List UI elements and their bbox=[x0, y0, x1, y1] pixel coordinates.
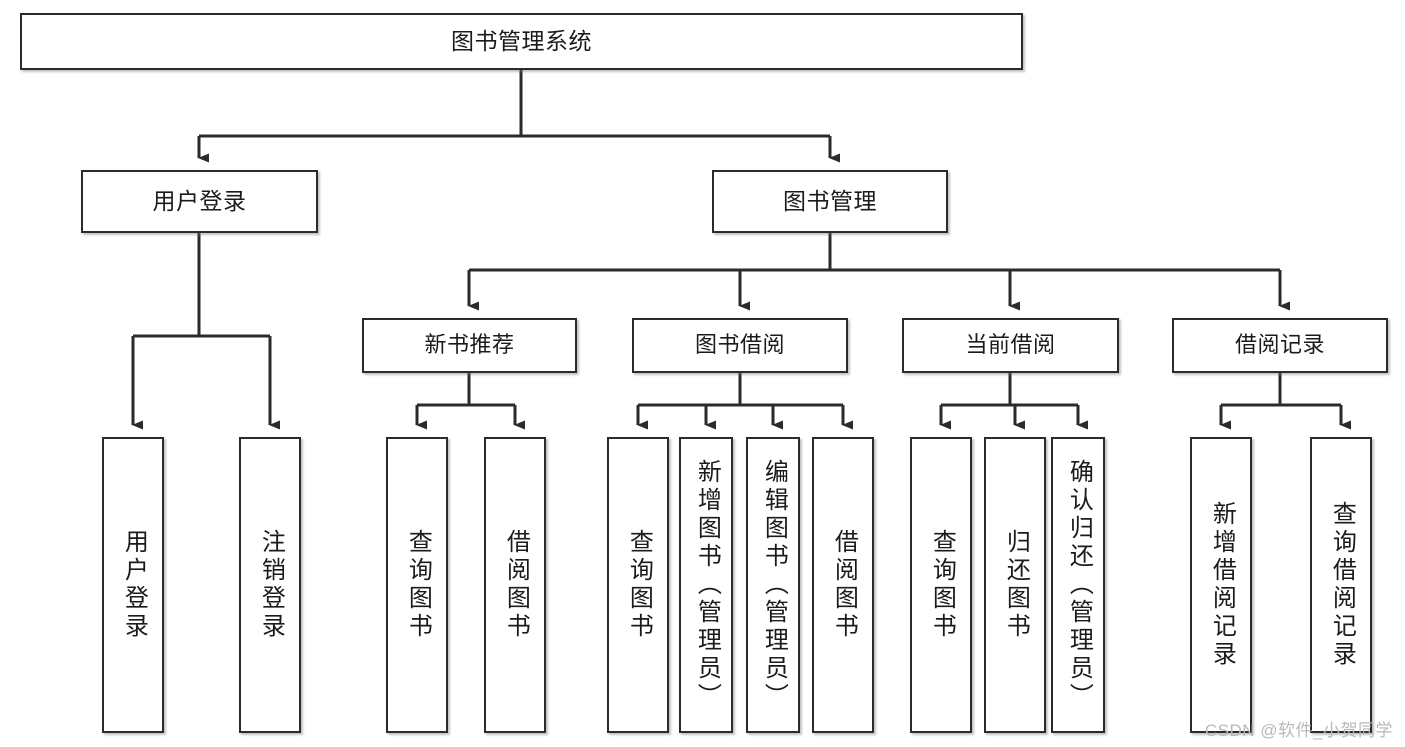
node-leaf-confirm-return-admin[interactable]: 确认归还（管理员） bbox=[1051, 437, 1105, 733]
node-leaf-borrow-book-2[interactable]: 借阅图书 bbox=[812, 437, 874, 733]
node-book-management[interactable]: 图书管理 bbox=[712, 170, 948, 233]
node-borrow-record[interactable]: 借阅记录 bbox=[1172, 318, 1388, 373]
node-book-borrow[interactable]: 图书借阅 bbox=[632, 318, 848, 373]
node-current-borrow-label: 当前借阅 bbox=[965, 332, 1056, 358]
node-leaf-query-book-2-label: 查询图书 bbox=[625, 529, 653, 641]
node-leaf-borrow-book-1-label: 借阅图书 bbox=[502, 529, 530, 641]
node-leaf-logout-label: 注销登录 bbox=[257, 529, 285, 641]
node-leaf-edit-book-admin[interactable]: 编辑图书（管理员） bbox=[746, 437, 800, 733]
node-leaf-logout[interactable]: 注销登录 bbox=[239, 437, 301, 733]
node-current-borrow[interactable]: 当前借阅 bbox=[902, 318, 1119, 373]
node-leaf-query-book-3-label: 查询图书 bbox=[928, 529, 956, 641]
node-root[interactable]: 图书管理系统 bbox=[20, 13, 1023, 70]
node-leaf-query-book-2[interactable]: 查询图书 bbox=[607, 437, 669, 733]
node-leaf-query-borrow-record-label: 查询借阅记录 bbox=[1328, 501, 1356, 669]
node-book-borrow-label: 图书借阅 bbox=[694, 332, 785, 358]
node-leaf-borrow-book-2-label: 借阅图书 bbox=[830, 529, 858, 641]
node-leaf-return-book-label: 归还图书 bbox=[1002, 529, 1030, 641]
node-leaf-user-login-label: 用户登录 bbox=[120, 529, 148, 641]
node-borrow-record-label: 借阅记录 bbox=[1234, 332, 1325, 358]
node-leaf-query-book-1[interactable]: 查询图书 bbox=[386, 437, 448, 733]
node-leaf-query-borrow-record[interactable]: 查询借阅记录 bbox=[1310, 437, 1372, 733]
node-root-label: 图书管理系统 bbox=[451, 27, 592, 54]
node-leaf-add-book-admin-label: 新增图书（管理员） bbox=[693, 459, 721, 711]
node-leaf-query-book-1-label: 查询图书 bbox=[404, 529, 432, 641]
node-leaf-borrow-book-1[interactable]: 借阅图书 bbox=[484, 437, 546, 733]
node-new-book-recommend[interactable]: 新书推荐 bbox=[362, 318, 577, 373]
node-book-management-label: 图书管理 bbox=[783, 187, 877, 214]
node-user-login[interactable]: 用户登录 bbox=[81, 170, 318, 233]
node-user-login-label: 用户登录 bbox=[152, 187, 247, 214]
node-leaf-user-login[interactable]: 用户登录 bbox=[102, 437, 164, 733]
node-leaf-return-book[interactable]: 归还图书 bbox=[984, 437, 1046, 733]
node-new-book-recommend-label: 新书推荐 bbox=[424, 332, 515, 358]
node-leaf-query-book-3[interactable]: 查询图书 bbox=[910, 437, 972, 733]
node-leaf-add-borrow-record[interactable]: 新增借阅记录 bbox=[1190, 437, 1252, 733]
node-leaf-edit-book-admin-label: 编辑图书（管理员） bbox=[760, 459, 788, 711]
node-leaf-add-borrow-record-label: 新增借阅记录 bbox=[1208, 501, 1236, 669]
watermark: CSDN @软件_小贺同学 bbox=[1204, 721, 1393, 740]
node-leaf-confirm-return-admin-label: 确认归还（管理员） bbox=[1065, 459, 1093, 711]
node-leaf-add-book-admin[interactable]: 新增图书（管理员） bbox=[679, 437, 733, 733]
